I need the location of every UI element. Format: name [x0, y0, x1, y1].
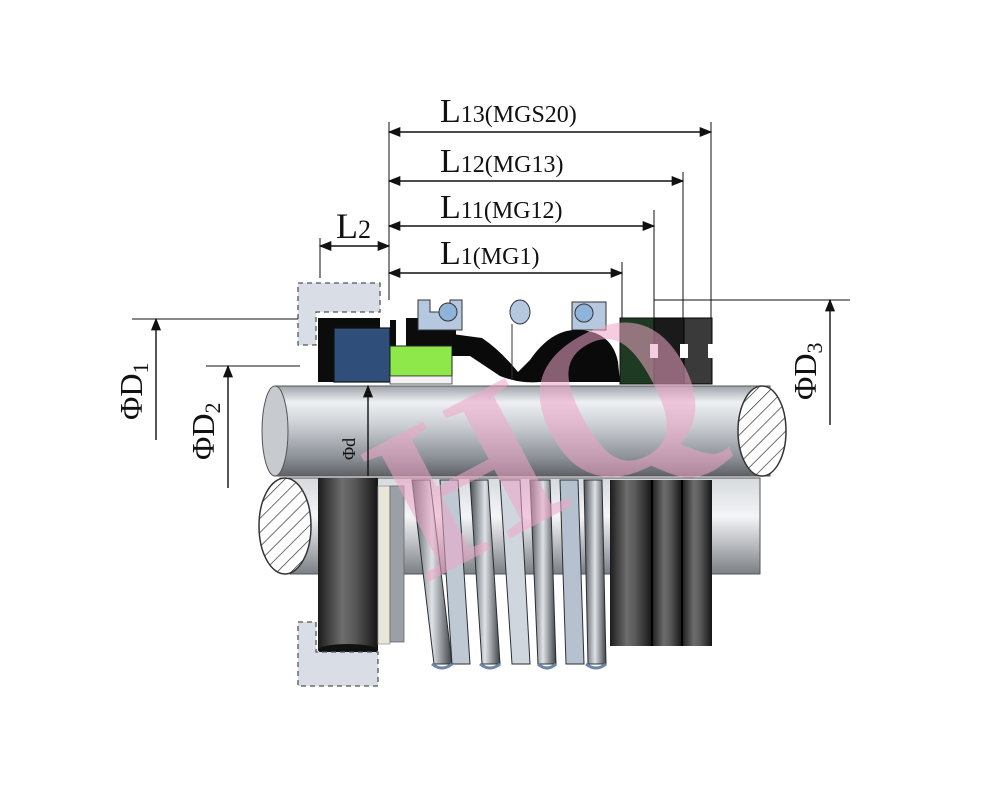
- dimension-lines: [132, 122, 850, 488]
- label-d1: ΦD1: [113, 363, 153, 421]
- main-shaft: [261, 385, 787, 477]
- o-ring-right: [574, 303, 594, 323]
- spring-section: [509, 299, 531, 325]
- dimension-labels: L13(MGS20) L12(MG13) L11(MG12) L1(MG1) L…: [113, 93, 827, 460]
- label-d3: ΦD3: [787, 343, 827, 401]
- label-l12: L12(MG13): [440, 143, 563, 180]
- label-l2: L2: [336, 206, 371, 246]
- lower-3d-view: [258, 477, 761, 687]
- gland-lower-dashed: [297, 621, 379, 687]
- o-ring-left: [438, 302, 458, 322]
- right-rings: [610, 480, 712, 646]
- rubber-bellows: [452, 329, 620, 383]
- rotating-face-green: [389, 345, 453, 377]
- label-d2: ΦD2: [185, 403, 225, 461]
- shaft-lower-end-hatched: [258, 477, 312, 575]
- shaft-end-hatched: [737, 385, 787, 477]
- label-l11: L11(MG12): [440, 189, 563, 226]
- stationary-seat: [333, 327, 391, 383]
- label-l13: L13(MGS20): [440, 93, 577, 130]
- gland-upper-dashed: [297, 282, 381, 346]
- spring-coils: [411, 479, 607, 670]
- label-l1: L1(MG1): [440, 235, 539, 272]
- section-view: [297, 282, 714, 385]
- label-d: Φd: [339, 438, 359, 460]
- ring-green-dark: [619, 317, 655, 385]
